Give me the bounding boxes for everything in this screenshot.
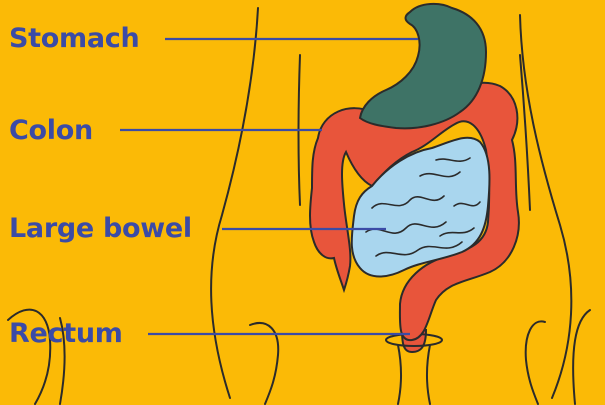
leg-inner-right xyxy=(427,345,430,404)
arm-right-outline xyxy=(573,310,590,404)
large-bowel-label: Large bowel xyxy=(9,215,192,242)
torso-right-outline xyxy=(520,15,571,398)
colon-label: Colon xyxy=(9,117,93,144)
pelvis-right-outline xyxy=(526,321,545,404)
torso-left-outline xyxy=(211,8,258,398)
leg-inner-left xyxy=(398,345,401,404)
stomach-label: Stomach xyxy=(9,25,139,52)
rectum-label: Rectum xyxy=(9,320,123,347)
pelvis-left-outline xyxy=(250,323,278,404)
